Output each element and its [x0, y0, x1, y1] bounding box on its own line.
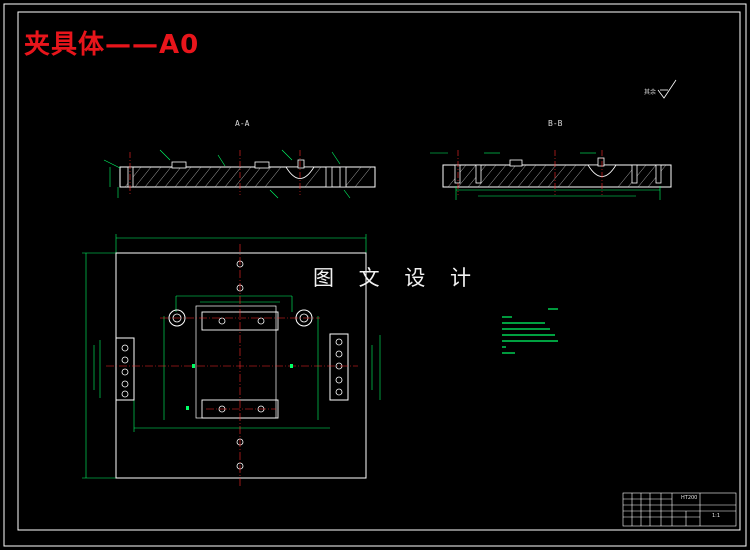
drawing-title: 夹具体——A0 — [24, 30, 200, 60]
roughness-symbol — [657, 79, 677, 99]
plan-view — [82, 234, 381, 486]
inner-frame — [17, 11, 741, 531]
technical-requirements — [502, 308, 558, 354]
watermark: 图 文 设 计 — [313, 266, 481, 290]
section-label-b-b: B-B — [548, 119, 563, 128]
title-block-material: HT200 — [681, 495, 698, 501]
title-block-scale: 1:1 — [712, 513, 721, 519]
section-a-a-view — [103, 149, 376, 199]
roughness-note: 其余 — [644, 89, 657, 96]
section-b-b-view — [430, 150, 672, 200]
title-block — [622, 492, 737, 527]
outer-frame — [3, 3, 747, 547]
section-label-a-a: A-A — [235, 119, 250, 128]
